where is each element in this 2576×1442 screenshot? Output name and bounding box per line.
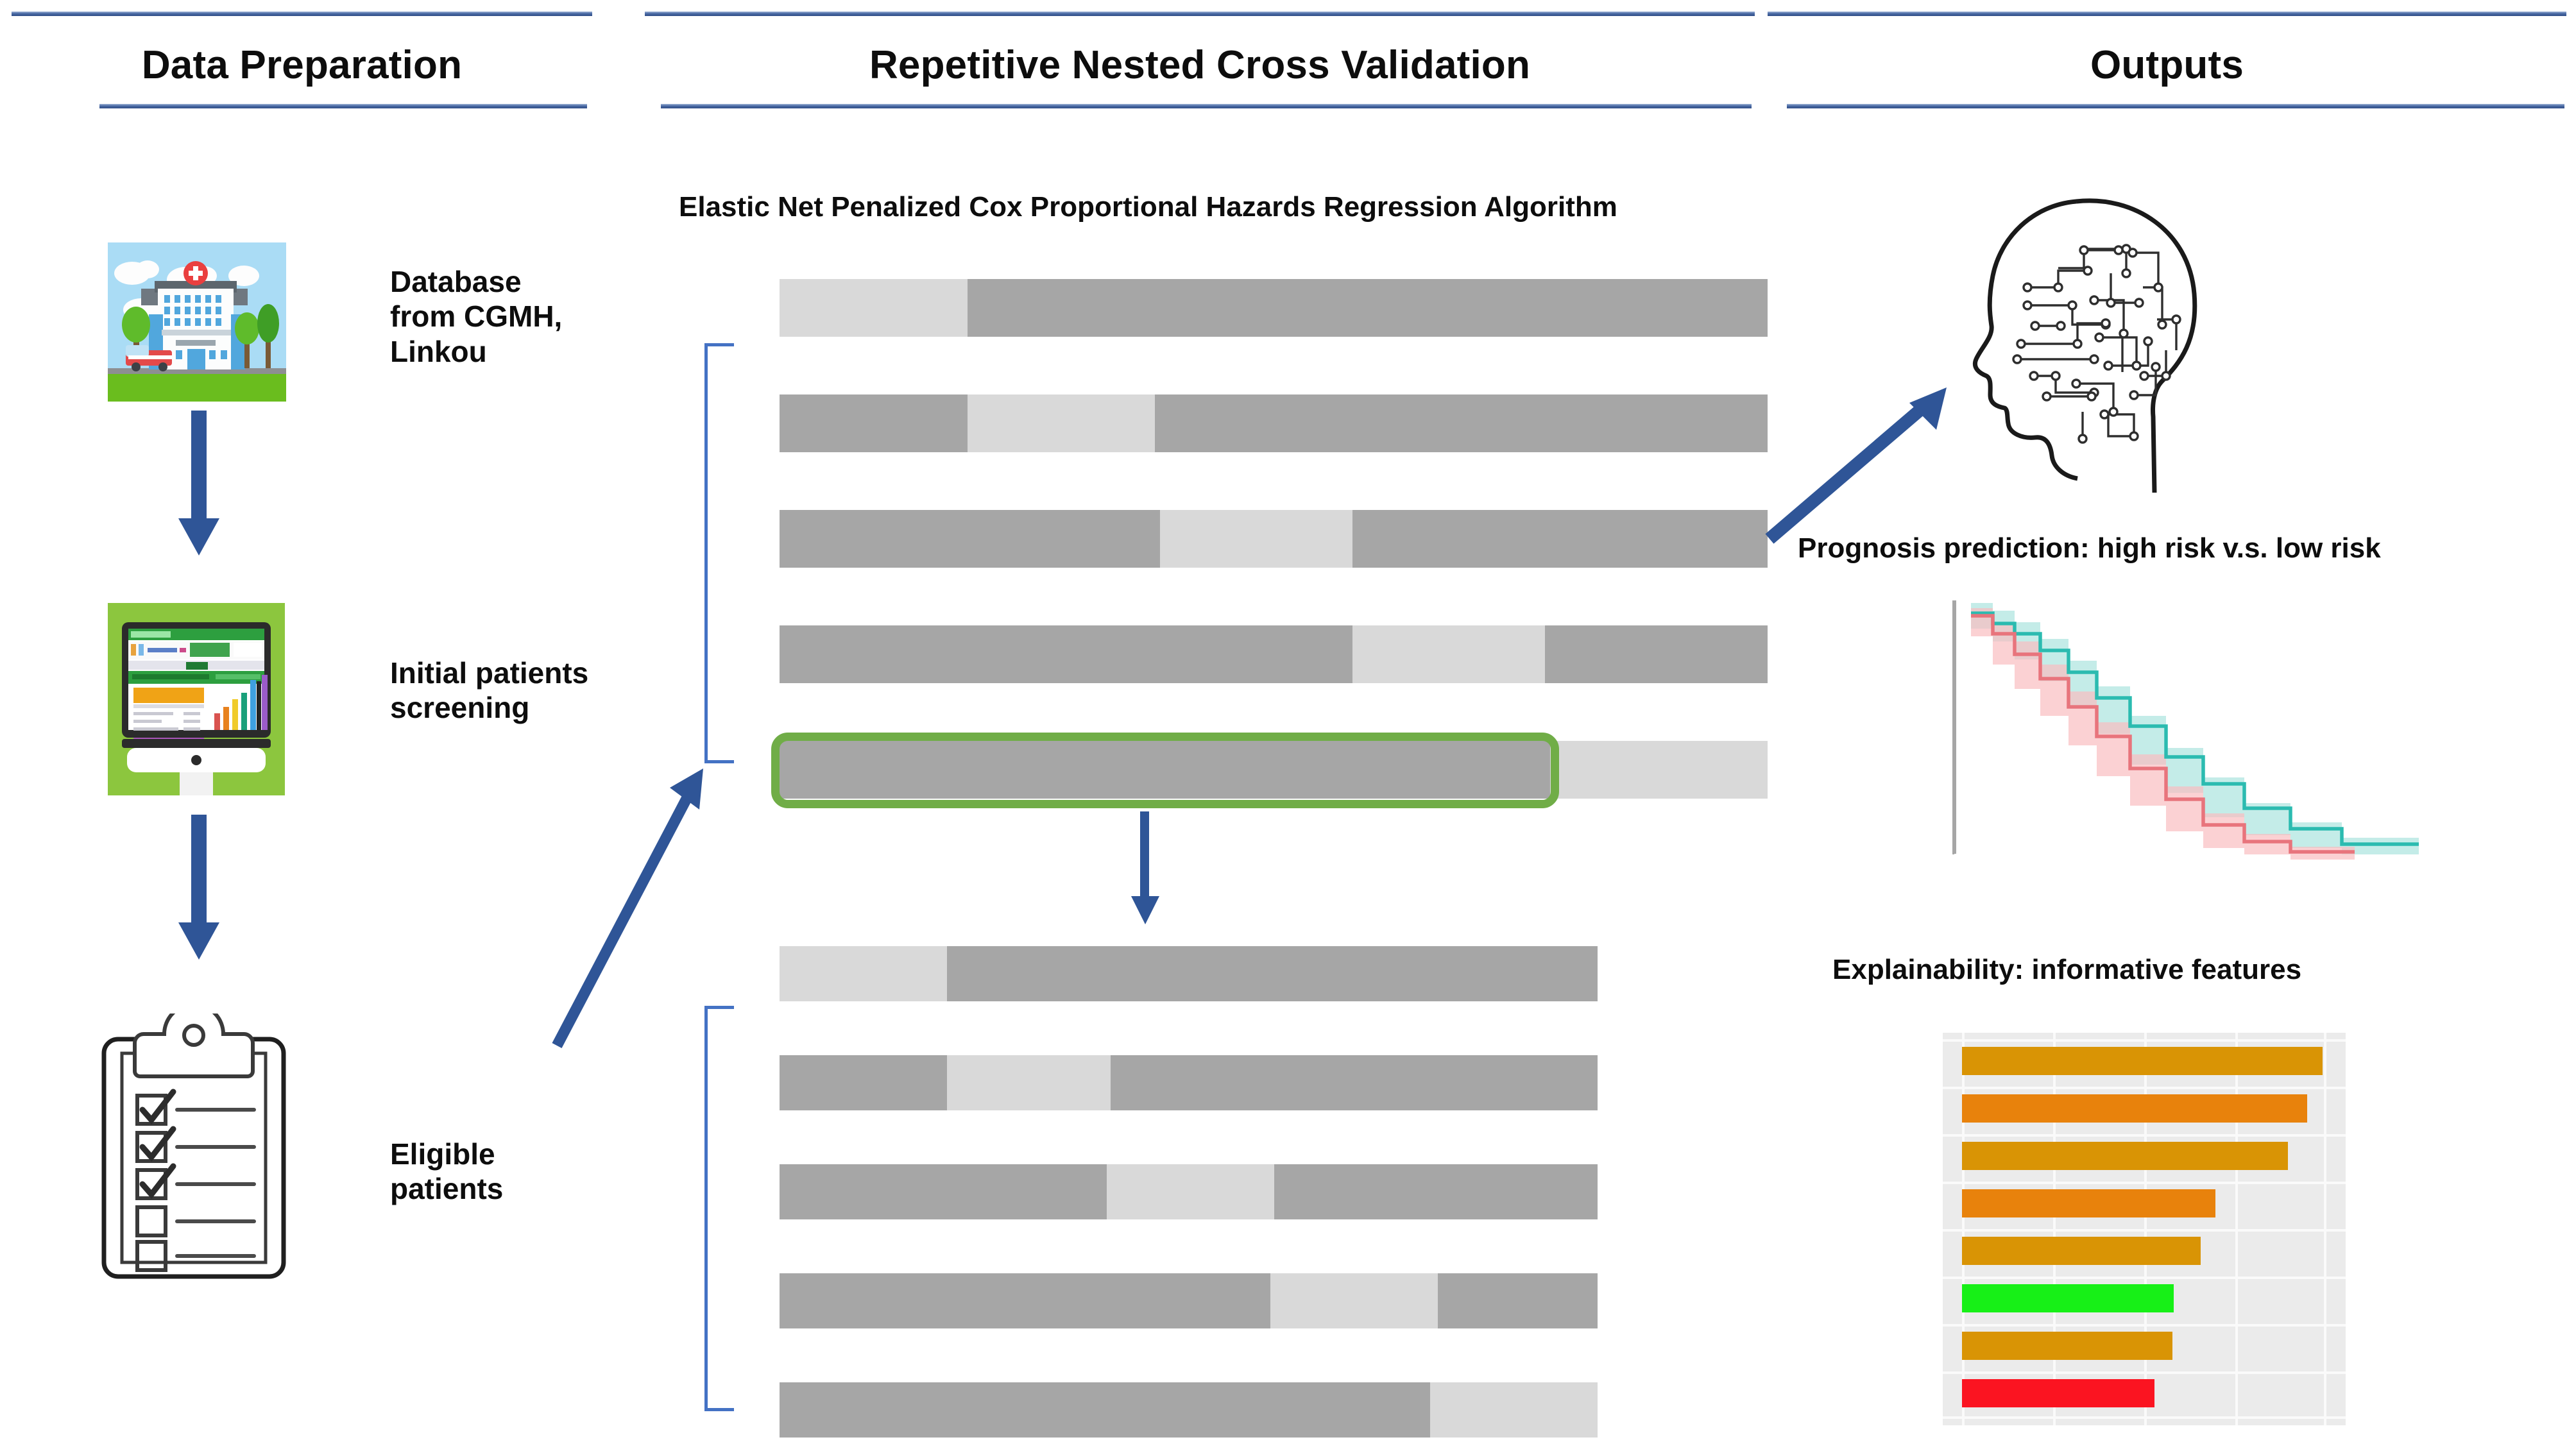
outer-loop-fold-row-5 — [780, 741, 1768, 799]
label-screening-line1: Initial patients — [390, 656, 589, 690]
train-fold-segment — [780, 1273, 1270, 1328]
train-fold-segment — [1438, 1273, 1598, 1328]
header-rule-bottom-left — [99, 104, 587, 108]
feature-bar-6 — [1962, 1284, 2174, 1312]
train-fold-segment — [1352, 510, 1768, 568]
outer-loop-bracket — [704, 343, 734, 763]
feature-importance-chart — [1943, 1033, 2346, 1425]
test-fold-segment — [1159, 510, 1353, 568]
header-rule-bottom-mid — [661, 104, 1752, 108]
train-fold-segment — [780, 394, 968, 452]
page-title-data-preparation: Data Preparation — [141, 43, 463, 87]
page-title-cross-validation: Repetitive Nested Cross Validation — [869, 43, 1531, 87]
gridline-horizontal — [1943, 1039, 2346, 1042]
train-fold-segment — [1274, 1164, 1598, 1219]
arrow-screening-to-eligible — [175, 815, 223, 962]
inner-loop-fold-row-4 — [780, 1273, 1598, 1328]
clipboard-icon — [98, 1003, 290, 1283]
train-fold-segment — [780, 741, 1551, 799]
train-fold-segment — [1111, 1055, 1598, 1110]
page-title-outputs: Outputs — [2090, 43, 2244, 87]
label-eligible-line1: Eligible — [390, 1137, 495, 1171]
header-rule-bottom-right — [1787, 104, 2564, 108]
kaplan-meier-survival-curves — [1931, 597, 2438, 866]
test-fold-segment — [1550, 741, 1768, 799]
arrow-cv-to-ai-model — [1758, 366, 1970, 558]
test-fold-segment — [967, 394, 1156, 452]
header-rule-top-mid — [645, 12, 1755, 16]
ai-head-circuit-icon — [1950, 191, 2226, 499]
caption-prognosis-prediction: Prognosis prediction: high risk v.s. low… — [1798, 532, 2381, 564]
header-rule-top-left — [12, 12, 592, 16]
outer-loop-fold-row-1 — [780, 279, 1768, 337]
outer-loop-fold-row-3 — [780, 510, 1768, 568]
feature-bar-1 — [1962, 1047, 2323, 1075]
test-fold-segment — [1107, 1164, 1275, 1219]
hospital-icon — [108, 242, 286, 402]
label-eligible: Eligible patients — [390, 1137, 602, 1207]
arrow-database-to-screening — [175, 411, 223, 558]
arrow-outer-to-inner-loop — [1126, 811, 1164, 927]
feature-bar-7 — [1962, 1332, 2172, 1360]
test-fold-segment — [1352, 625, 1546, 683]
label-database-line1: Database — [390, 265, 522, 298]
inner-loop-fold-row-3 — [780, 1164, 1598, 1219]
outer-loop-fold-row-2 — [780, 394, 1768, 452]
inner-loop-fold-row-5 — [780, 1382, 1598, 1438]
gridline-horizontal — [1943, 1229, 2346, 1232]
outer-loop-fold-row-4 — [780, 625, 1768, 683]
inner-loop-fold-row-1 — [780, 946, 1598, 1001]
train-fold-segment — [780, 1055, 948, 1110]
gridline-horizontal — [1943, 1182, 2346, 1184]
feature-bar-5 — [1962, 1237, 2201, 1265]
train-fold-segment — [780, 1382, 1430, 1438]
gridline-horizontal — [1943, 1087, 2346, 1089]
arrow-eligible-to-cross-validation — [538, 738, 743, 1058]
algorithm-title: Elastic Net Penalized Cox Proportional H… — [679, 191, 1617, 223]
gridline-horizontal — [1943, 1277, 2346, 1279]
train-fold-segment — [780, 625, 1353, 683]
label-screening: Initial patients screening — [390, 656, 621, 725]
header-rule-top-right — [1768, 12, 2566, 16]
label-database-line3: Linkou — [390, 334, 487, 368]
label-eligible-line2: patients — [390, 1172, 504, 1206]
train-fold-segment — [967, 279, 1768, 337]
monitor-icon — [108, 603, 285, 795]
train-fold-segment — [780, 510, 1160, 568]
feature-bar-8 — [1962, 1379, 2154, 1407]
test-fold-segment — [1270, 1273, 1438, 1328]
test-fold-segment — [947, 1055, 1111, 1110]
train-fold-segment — [1155, 394, 1768, 452]
train-fold-segment — [1545, 625, 1768, 683]
test-fold-segment — [780, 279, 968, 337]
gridline-horizontal — [1943, 1416, 2346, 1419]
gridline-horizontal — [1943, 1134, 2346, 1137]
label-screening-line2: screening — [390, 691, 530, 725]
label-database: Database from CGMH, Linkou — [390, 264, 602, 369]
test-fold-segment — [780, 946, 948, 1001]
gridline-horizontal — [1943, 1371, 2346, 1374]
train-fold-segment — [947, 946, 1598, 1001]
label-database-line2: from CGMH, — [390, 300, 563, 334]
feature-bar-4 — [1962, 1189, 2215, 1217]
feature-bar-3 — [1962, 1142, 2288, 1170]
inner-loop-bracket — [704, 1006, 734, 1411]
inner-loop-fold-row-2 — [780, 1055, 1598, 1110]
feature-bar-2 — [1962, 1094, 2307, 1123]
caption-explainability: Explainability: informative features — [1832, 954, 2302, 985]
gridline-horizontal — [1943, 1324, 2346, 1327]
test-fold-segment — [1429, 1382, 1598, 1438]
train-fold-segment — [780, 1164, 1107, 1219]
